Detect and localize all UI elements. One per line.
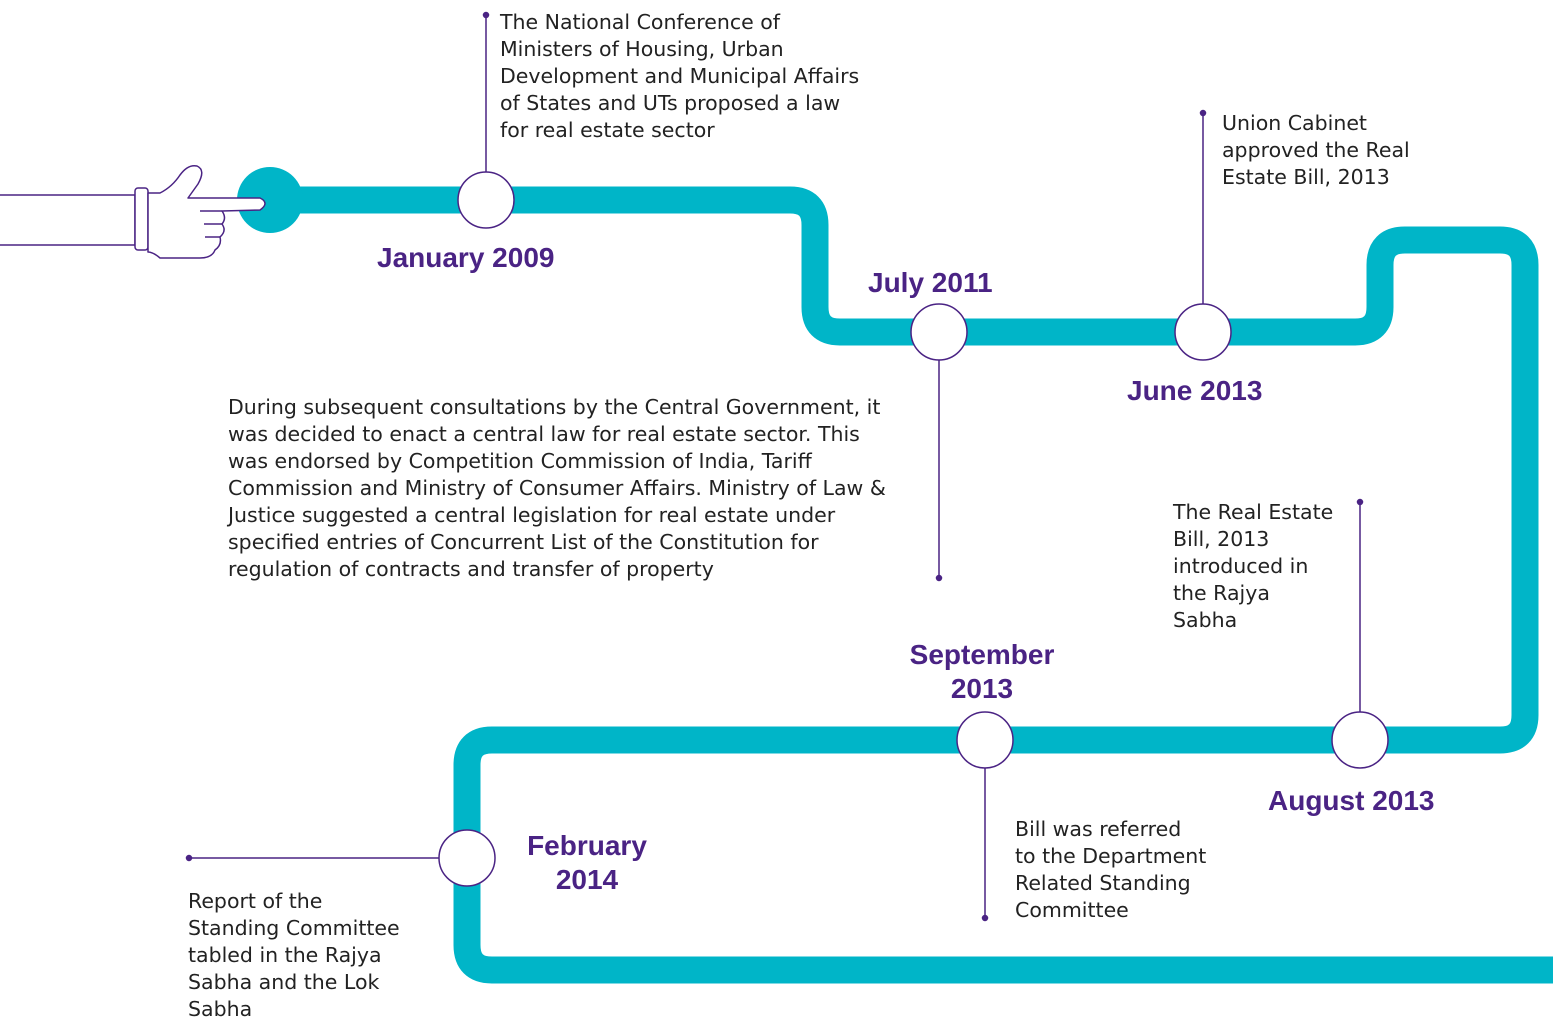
date-label-aug2013: August 2013	[1268, 785, 1435, 816]
connector-end-feb2014	[185, 854, 193, 862]
timeline-node-jul2011	[910, 303, 968, 361]
date-label-sep2013-year: 2013	[950, 673, 1014, 704]
event-description-sep2013: Bill was referred to the Department Rela…	[1015, 817, 1207, 922]
event-description-feb2014: Report of the Standing Committee tabled …	[188, 889, 400, 1021]
timeline-node-jan2009	[457, 171, 515, 229]
event-description-jul2011: During subsequent consultations by the C…	[228, 395, 886, 581]
date-label-sep2013-month: September	[909, 639, 1055, 670]
date-label-jul2011: July 2011	[868, 267, 993, 298]
connector-end-jun2013	[1199, 109, 1207, 117]
date-label-feb2014-year: 2014	[555, 864, 619, 895]
date-label-sep2013: September 2013	[896, 638, 1068, 706]
date-label-feb2014-month: February	[527, 830, 647, 861]
timeline-node-aug2013	[1331, 711, 1389, 769]
pointing-hand-icon	[0, 164, 266, 259]
connector-end-sep2013	[981, 914, 989, 922]
date-label-jan2009: January 2009	[377, 242, 555, 273]
date-label-feb2014: February 2014	[510, 829, 664, 897]
event-description-jan2009: The National Conference of Ministers of …	[500, 10, 860, 142]
event-description-jun2013: Union Cabinet approved the Real Estate B…	[1222, 111, 1410, 189]
timeline-track	[275, 186, 1553, 984]
date-label-jun2013: June 2013	[1127, 375, 1263, 406]
timeline-node-feb2014	[438, 829, 496, 887]
timeline-start-dot	[237, 167, 303, 233]
connector-end-jan2009	[482, 11, 490, 19]
timeline-node-sep2013	[956, 711, 1014, 769]
timeline-node-jun2013	[1174, 303, 1232, 361]
connector-end-jul2011	[935, 574, 943, 582]
event-description-aug2013: The Real Estate Bill, 2013 introduced in…	[1173, 500, 1334, 632]
connector-end-aug2013	[1356, 498, 1364, 506]
